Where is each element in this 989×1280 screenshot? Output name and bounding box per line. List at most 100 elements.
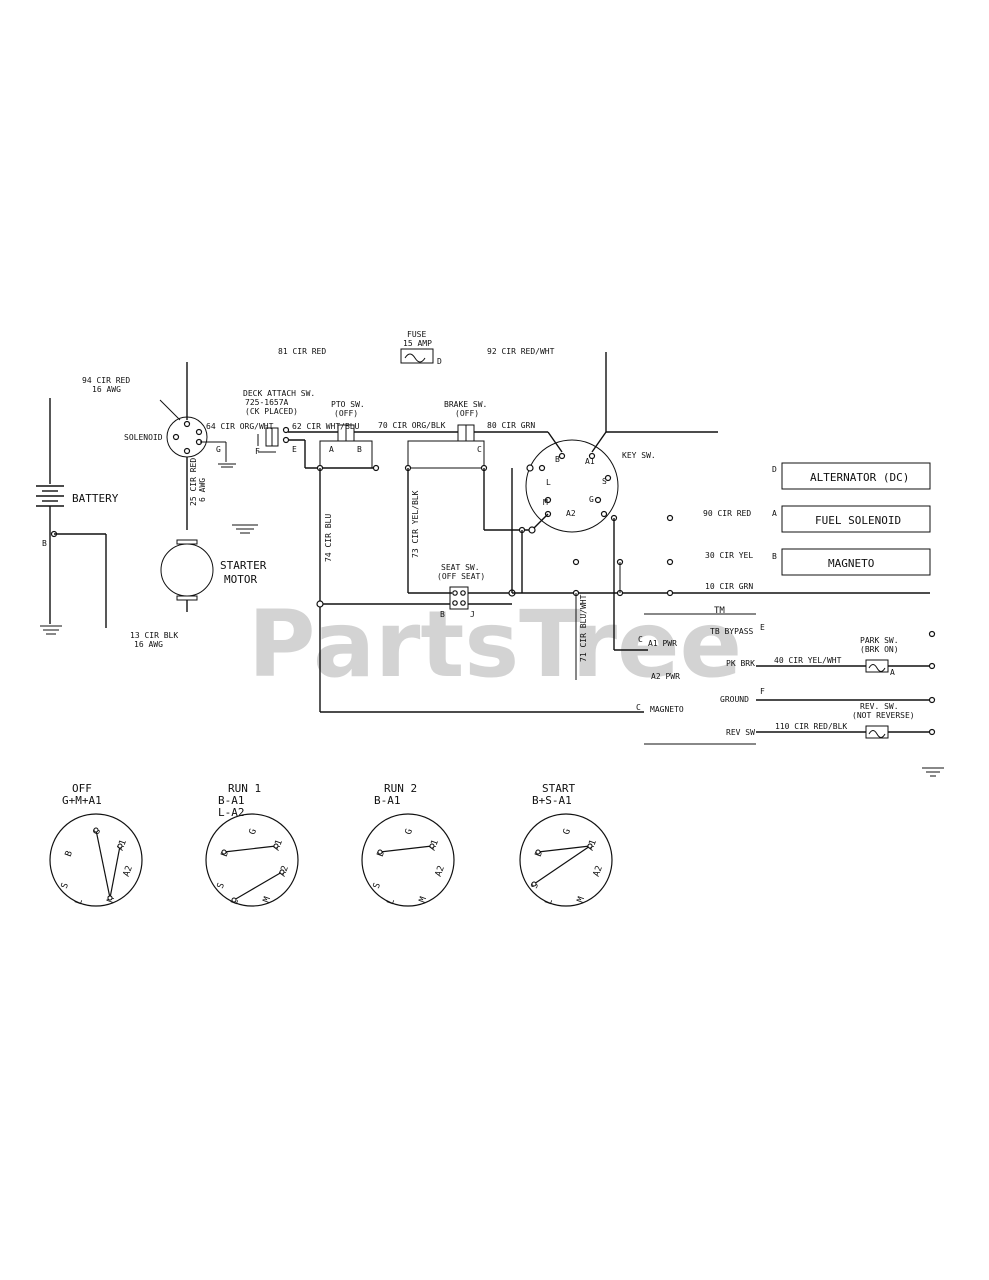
connector-block: A1 PWR A2 PWR MAGNETO C TB BYPASS PK BRK…: [636, 613, 765, 745]
key-dial-contact: [535, 849, 541, 855]
watermark: PartsTree: [248, 591, 742, 698]
deck-switch-part: 725-1657A: [245, 398, 289, 407]
key-dial-contact: [93, 827, 99, 833]
key-dial-contact: [107, 895, 113, 901]
magneto-pin: B: [772, 552, 777, 561]
wire-label-25-gauge: 6 AWG: [198, 478, 207, 502]
wire-label-40: 40 CIR YEL/WHT: [774, 656, 842, 665]
connector-pin-e: E: [760, 623, 765, 632]
key-dial-pin-m: M: [262, 895, 273, 904]
reverse-switch-label: REV. SW.: [860, 702, 899, 711]
key-dial-title: START: [542, 782, 575, 795]
magneto-box: MAGNETO B: [772, 548, 931, 576]
brake-terminal-c: C: [477, 445, 482, 454]
wire-label-94: 94 CIR RED: [82, 376, 130, 385]
key-dial-link: [95, 829, 111, 899]
fuel-pin: A: [772, 509, 777, 518]
park-switch-label: PARK SW.: [860, 636, 899, 645]
solenoid: SOLENOID G: [124, 362, 236, 530]
key-dial-circle: [49, 813, 143, 907]
key-dial-contact: [273, 843, 279, 849]
fuse: FUSE 15 AMP D: [400, 330, 442, 366]
alternator-box: ALTERNATOR (DC) D: [772, 462, 931, 490]
wire-label-71: 71 CIR BLU/WHT: [579, 594, 588, 662]
pto-switch-label: PTO SW.: [331, 400, 365, 409]
key-dial-connections: G+M+A1: [62, 794, 102, 807]
brake-switch: BRAKE SW. (OFF) C: [407, 400, 487, 469]
connector-magneto: MAGNETO: [650, 705, 684, 714]
brake-switch-label: BRAKE SW.: [444, 400, 487, 409]
key-dial-2: RUN 1B-A1L-A2GA1BA2SLM: [205, 782, 299, 907]
key-dial-connections: B-A1: [218, 794, 245, 807]
key-dial-pin-a2: A2: [592, 865, 605, 879]
key-dial-contact: [587, 843, 593, 849]
key-dial-pin-b: B: [64, 850, 75, 859]
reverse-switch-state: (NOT REVERSE): [852, 711, 915, 720]
connector-tb-bypass: TB BYPASS: [710, 627, 754, 636]
connector-a2-pwr: A2 PWR: [651, 672, 680, 681]
wire-label-13-gauge: 16 AWG: [134, 640, 163, 649]
alternator-label: ALTERNATOR (DC): [810, 471, 909, 484]
starter-label-1: STARTER: [220, 559, 267, 572]
key-dial-title: RUN 2: [384, 782, 417, 795]
wire-label-110: 110 CIR RED/BLK: [775, 722, 847, 731]
key-dial-pin-l: L: [544, 898, 555, 907]
key-dial-pin-g: G: [562, 828, 573, 837]
pto-terminal-b: B: [357, 445, 362, 454]
key-terminal-g: G: [589, 495, 594, 504]
key-dial-pin-g: G: [248, 828, 259, 837]
key-dial-contact: [117, 843, 123, 849]
connector-pin-c: C: [636, 703, 641, 712]
wire-label-74: 74 CIR BLU: [324, 514, 333, 562]
key-dial-contact: [429, 843, 435, 849]
connector-rev-sw: REV SW: [726, 728, 755, 737]
seat-switch-label: SEAT SW.: [441, 563, 480, 572]
key-dial-link: [233, 871, 283, 901]
seat-switch-state: (OFF SEAT): [437, 572, 485, 581]
key-dial-pin-a2: A2: [122, 865, 135, 879]
wire-label-81: 81 CIR RED: [278, 347, 326, 356]
key-dial-pin-g: G: [404, 828, 415, 837]
deck-attach-switch: DECK ATTACH SW. 725-1657A (CK PLACED) F …: [243, 389, 315, 456]
fuel-solenoid-box: FUEL SOLENOID A: [772, 505, 931, 533]
solenoid-label: SOLENOID: [124, 433, 163, 442]
magneto-label: MAGNETO: [828, 557, 874, 570]
seat-switch: SEAT SW. (OFF SEAT) B J: [437, 563, 485, 619]
wire-label-10: 10 CIR GRN: [705, 582, 753, 591]
park-switch: PARK SW. (BRK ON) A: [860, 636, 899, 677]
fuel-solenoid-label: FUEL SOLENOID: [815, 514, 901, 527]
connector-a1-pwr: A1 PWR: [648, 639, 677, 648]
deck-switch-label: DECK ATTACH SW.: [243, 389, 315, 398]
park-terminal-a: A: [890, 668, 895, 677]
key-dial-connections-2: L-A2: [218, 806, 245, 819]
starter-motor: STARTER MOTOR: [160, 539, 267, 612]
key-dial-link: [109, 845, 121, 899]
key-dial-link: [533, 845, 591, 885]
key-dial-title: RUN 1: [228, 782, 261, 795]
wire-label-62: 62 CIR WHT/BLU: [292, 422, 360, 431]
key-dial-link: [537, 845, 591, 853]
fuse-terminal: D: [437, 357, 442, 366]
key-dial-3: RUN 2B-A1GA1BA2SLM: [361, 782, 455, 907]
solenoid-terminal-g: G: [216, 445, 221, 454]
wire-label-64: 64 CIR ORG/WHT: [206, 422, 274, 431]
fuse-title: FUSE: [407, 330, 426, 339]
deck-switch-state: (CK PLACED): [245, 407, 298, 416]
seat-terminal-b: B: [440, 610, 445, 619]
key-dial-circle: [361, 813, 455, 907]
connector-pin-f: F: [760, 687, 765, 696]
wire-label-92: 92 CIR RED/WHT: [487, 347, 555, 356]
key-dial-contact: [377, 849, 383, 855]
key-dial-pin-l: L: [74, 898, 85, 907]
key-dial-connections: B-A1: [374, 794, 401, 807]
key-dial-pin-s: S: [372, 882, 383, 891]
wire-label-94-gauge: 16 AWG: [92, 385, 121, 394]
key-dial-pin-s: S: [60, 882, 71, 891]
battery: BATTERY B: [36, 398, 119, 635]
starter-label-2: MOTOR: [224, 573, 257, 586]
key-dial-circle: [205, 813, 299, 907]
key-dial-pin-m: M: [418, 895, 429, 904]
